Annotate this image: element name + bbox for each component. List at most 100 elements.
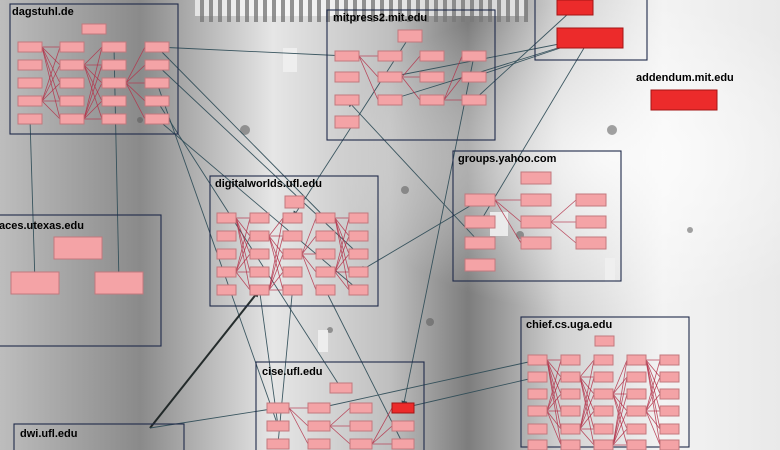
page-node[interactable] — [560, 371, 581, 383]
page-node[interactable] — [659, 405, 680, 417]
cluster-label[interactable]: digitalworlds.ufl.edu — [215, 178, 322, 190]
page-node[interactable] — [266, 438, 290, 450]
page-node[interactable] — [348, 230, 369, 242]
page-node[interactable] — [101, 77, 127, 89]
page-node[interactable] — [464, 215, 496, 229]
page-node[interactable] — [560, 354, 581, 366]
page-node[interactable] — [626, 423, 647, 435]
page-node[interactable] — [520, 215, 552, 229]
page-node[interactable] — [282, 284, 303, 296]
page-node[interactable] — [464, 258, 496, 272]
page-node[interactable] — [575, 215, 607, 229]
page-node[interactable] — [377, 94, 403, 106]
page-node[interactable] — [144, 113, 170, 125]
page-node[interactable] — [560, 423, 581, 435]
page-node[interactable] — [391, 402, 415, 414]
page-node[interactable] — [315, 212, 336, 224]
page-node[interactable] — [461, 71, 487, 83]
page-node[interactable] — [59, 77, 85, 89]
page-node[interactable] — [17, 95, 43, 107]
page-node[interactable] — [216, 212, 237, 224]
page-node[interactable] — [464, 193, 496, 207]
page-node[interactable] — [349, 402, 373, 414]
page-node[interactable] — [249, 248, 270, 260]
page-node[interactable] — [315, 284, 336, 296]
page-node[interactable] — [659, 423, 680, 435]
page-node[interactable] — [282, 248, 303, 260]
cluster-label[interactable]: cise.ufl.edu — [262, 366, 323, 378]
page-node[interactable] — [59, 59, 85, 71]
page-node[interactable] — [419, 71, 445, 83]
page-node[interactable] — [249, 266, 270, 278]
page-node[interactable] — [575, 236, 607, 250]
page-node[interactable] — [334, 50, 360, 62]
page-node[interactable] — [53, 236, 103, 260]
page-node[interactable] — [659, 354, 680, 366]
page-node[interactable] — [659, 439, 680, 450]
page-node[interactable] — [266, 420, 290, 432]
page-node[interactable] — [626, 405, 647, 417]
page-node[interactable] — [315, 248, 336, 260]
page-node[interactable] — [626, 354, 647, 366]
page-node[interactable] — [282, 266, 303, 278]
page-node[interactable] — [575, 193, 607, 207]
cluster-label[interactable]: groups.yahoo.com — [458, 153, 557, 165]
page-node[interactable] — [391, 438, 415, 450]
cluster-label[interactable]: mitpress2.mit.edu — [333, 12, 427, 24]
page-node[interactable] — [59, 113, 85, 125]
page-node[interactable] — [10, 271, 60, 295]
page-node[interactable] — [527, 371, 548, 383]
page-node[interactable] — [81, 23, 107, 35]
page-node[interactable] — [282, 230, 303, 242]
page-node[interactable] — [659, 388, 680, 400]
page-node[interactable] — [348, 266, 369, 278]
page-node[interactable] — [216, 230, 237, 242]
cluster-label[interactable]: aces.utexas.edu — [0, 220, 84, 232]
page-node[interactable] — [101, 95, 127, 107]
page-node[interactable] — [461, 94, 487, 106]
page-node[interactable] — [520, 171, 552, 185]
page-node[interactable] — [594, 335, 615, 347]
page-node[interactable] — [593, 439, 614, 450]
cluster-label[interactable]: dwi.ufl.edu — [20, 428, 77, 440]
page-node[interactable] — [59, 95, 85, 107]
page-node[interactable] — [334, 71, 360, 83]
page-node[interactable] — [334, 94, 360, 106]
page-node[interactable] — [527, 388, 548, 400]
page-node[interactable] — [626, 439, 647, 450]
page-node[interactable] — [216, 266, 237, 278]
page-node[interactable] — [556, 0, 594, 16]
page-node[interactable] — [101, 113, 127, 125]
page-node[interactable] — [144, 77, 170, 89]
page-node[interactable] — [556, 27, 624, 49]
cluster-label[interactable]: addendum.mit.edu — [636, 72, 734, 84]
page-node[interactable] — [315, 230, 336, 242]
page-node[interactable] — [527, 405, 548, 417]
page-node[interactable] — [101, 41, 127, 53]
page-node[interactable] — [560, 388, 581, 400]
page-node[interactable] — [144, 95, 170, 107]
page-node[interactable] — [593, 388, 614, 400]
page-node[interactable] — [520, 193, 552, 207]
page-node[interactable] — [266, 402, 290, 414]
page-node[interactable] — [593, 371, 614, 383]
page-node[interactable] — [329, 382, 353, 394]
page-node[interactable] — [17, 59, 43, 71]
page-node[interactable] — [659, 371, 680, 383]
page-node[interactable] — [249, 230, 270, 242]
page-node[interactable] — [59, 41, 85, 53]
page-node[interactable] — [377, 71, 403, 83]
page-node[interactable] — [17, 113, 43, 125]
page-node[interactable] — [307, 402, 331, 414]
page-node[interactable] — [560, 439, 581, 450]
page-node[interactable] — [216, 248, 237, 260]
page-node[interactable] — [593, 354, 614, 366]
page-node[interactable] — [461, 50, 487, 62]
cluster-label[interactable]: chief.cs.uga.edu — [526, 319, 612, 331]
page-node[interactable] — [626, 388, 647, 400]
page-node[interactable] — [144, 41, 170, 53]
page-node[interactable] — [419, 50, 445, 62]
page-node[interactable] — [249, 212, 270, 224]
page-node[interactable] — [17, 77, 43, 89]
page-node[interactable] — [391, 420, 415, 432]
